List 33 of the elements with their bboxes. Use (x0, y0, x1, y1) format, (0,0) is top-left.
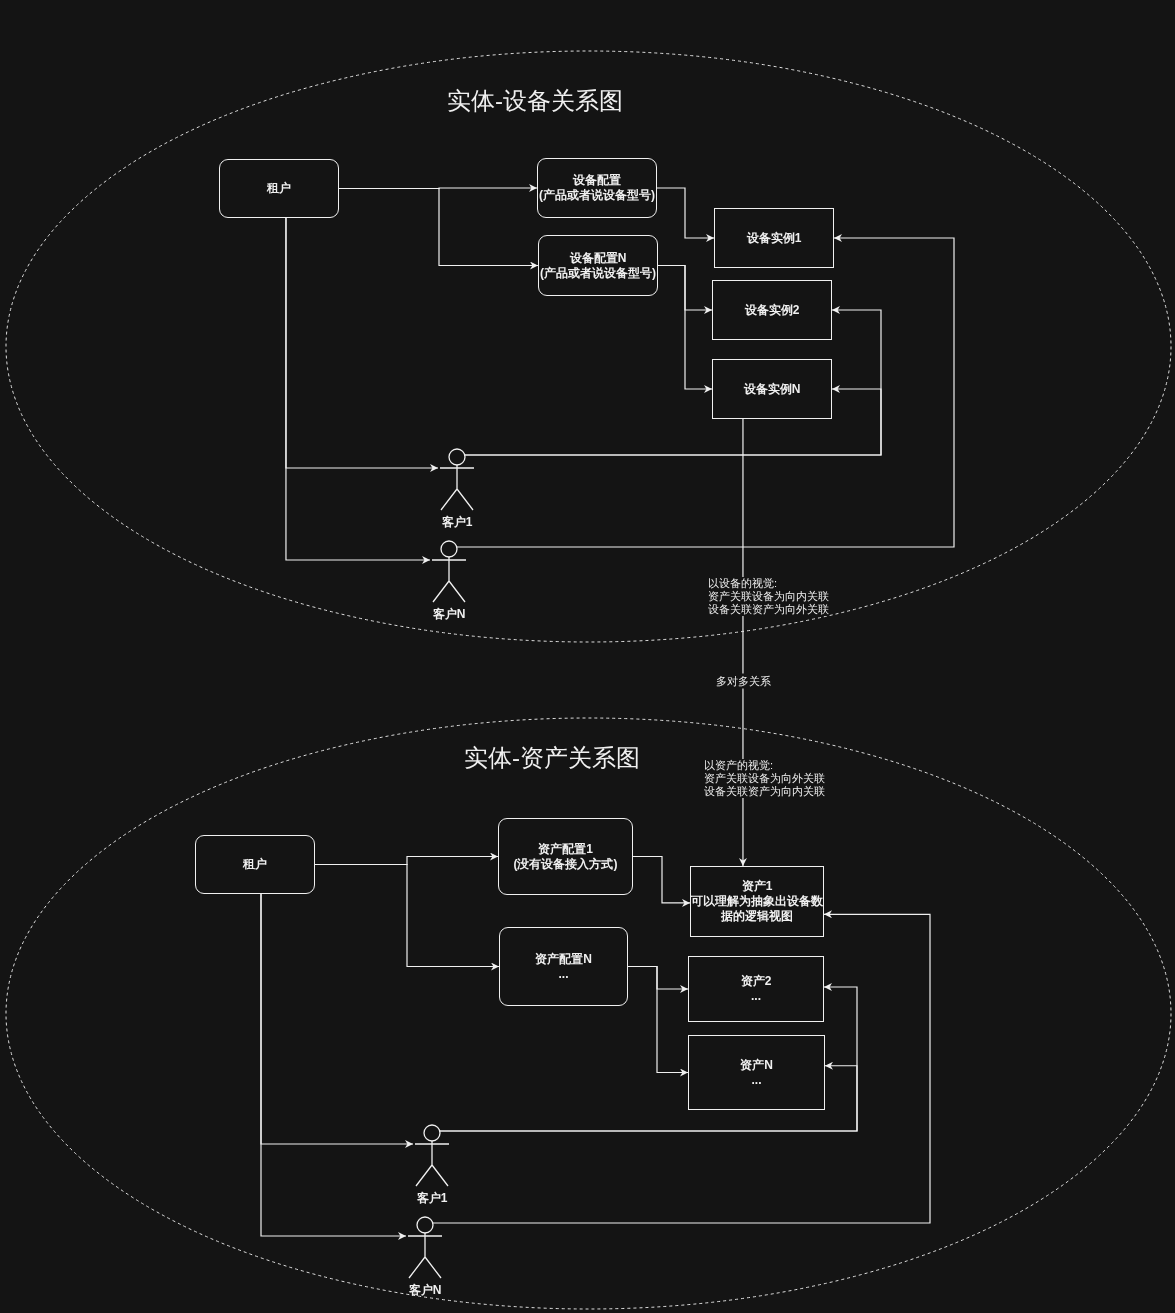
group-label: 实体-设备关系图 (447, 86, 623, 116)
edge-label: 多对多关系 (713, 673, 773, 689)
rounded-box: 租户 (219, 159, 339, 218)
process-box: 设备实例2 (712, 280, 832, 340)
process-box: 资产N ... (688, 1035, 825, 1110)
process-box: 资产2 ... (688, 956, 824, 1022)
arrow (657, 264, 713, 393)
arrow (432, 910, 931, 1224)
rounded-box: 资产配置1 (没有设备接入方式) (498, 818, 633, 895)
process-box: 设备实例1 (714, 208, 834, 268)
arrow (314, 863, 500, 971)
arrow (439, 1061, 858, 1132)
process-box: 资产1 可以理解为抽象出设备数据的逻辑视图 (690, 866, 824, 937)
note-text: 以资产的视觉:资产关联设备为向外关联设备关联资产为向内关联 (704, 759, 825, 798)
rounded-box: 资产配置N ... (499, 927, 628, 1006)
arrow (456, 234, 955, 548)
actor-label: 客户1 (441, 514, 473, 531)
arrow (260, 893, 407, 1240)
actor-label: 客户N (432, 606, 466, 623)
rounded-box: 设备配置N (产品或者说设备型号) (538, 235, 658, 296)
rounded-box: 租户 (195, 835, 315, 894)
actor-label: 客户N (408, 1282, 442, 1299)
arrow (338, 187, 539, 270)
actor-label: 客户1 (416, 1190, 448, 1207)
process-box: 设备实例N (712, 359, 832, 419)
arrow (627, 965, 689, 1077)
arrow (656, 187, 715, 242)
rounded-box: 设备配置 (产品或者说设备型号) (537, 158, 657, 218)
group-label: 实体-资产关系图 (464, 743, 640, 773)
arrow (464, 385, 882, 456)
arrow (285, 217, 431, 564)
note-text: 以设备的视觉:资产关联设备为向内关联设备关联资产为向外关联 (708, 577, 829, 616)
arrow (632, 855, 691, 907)
